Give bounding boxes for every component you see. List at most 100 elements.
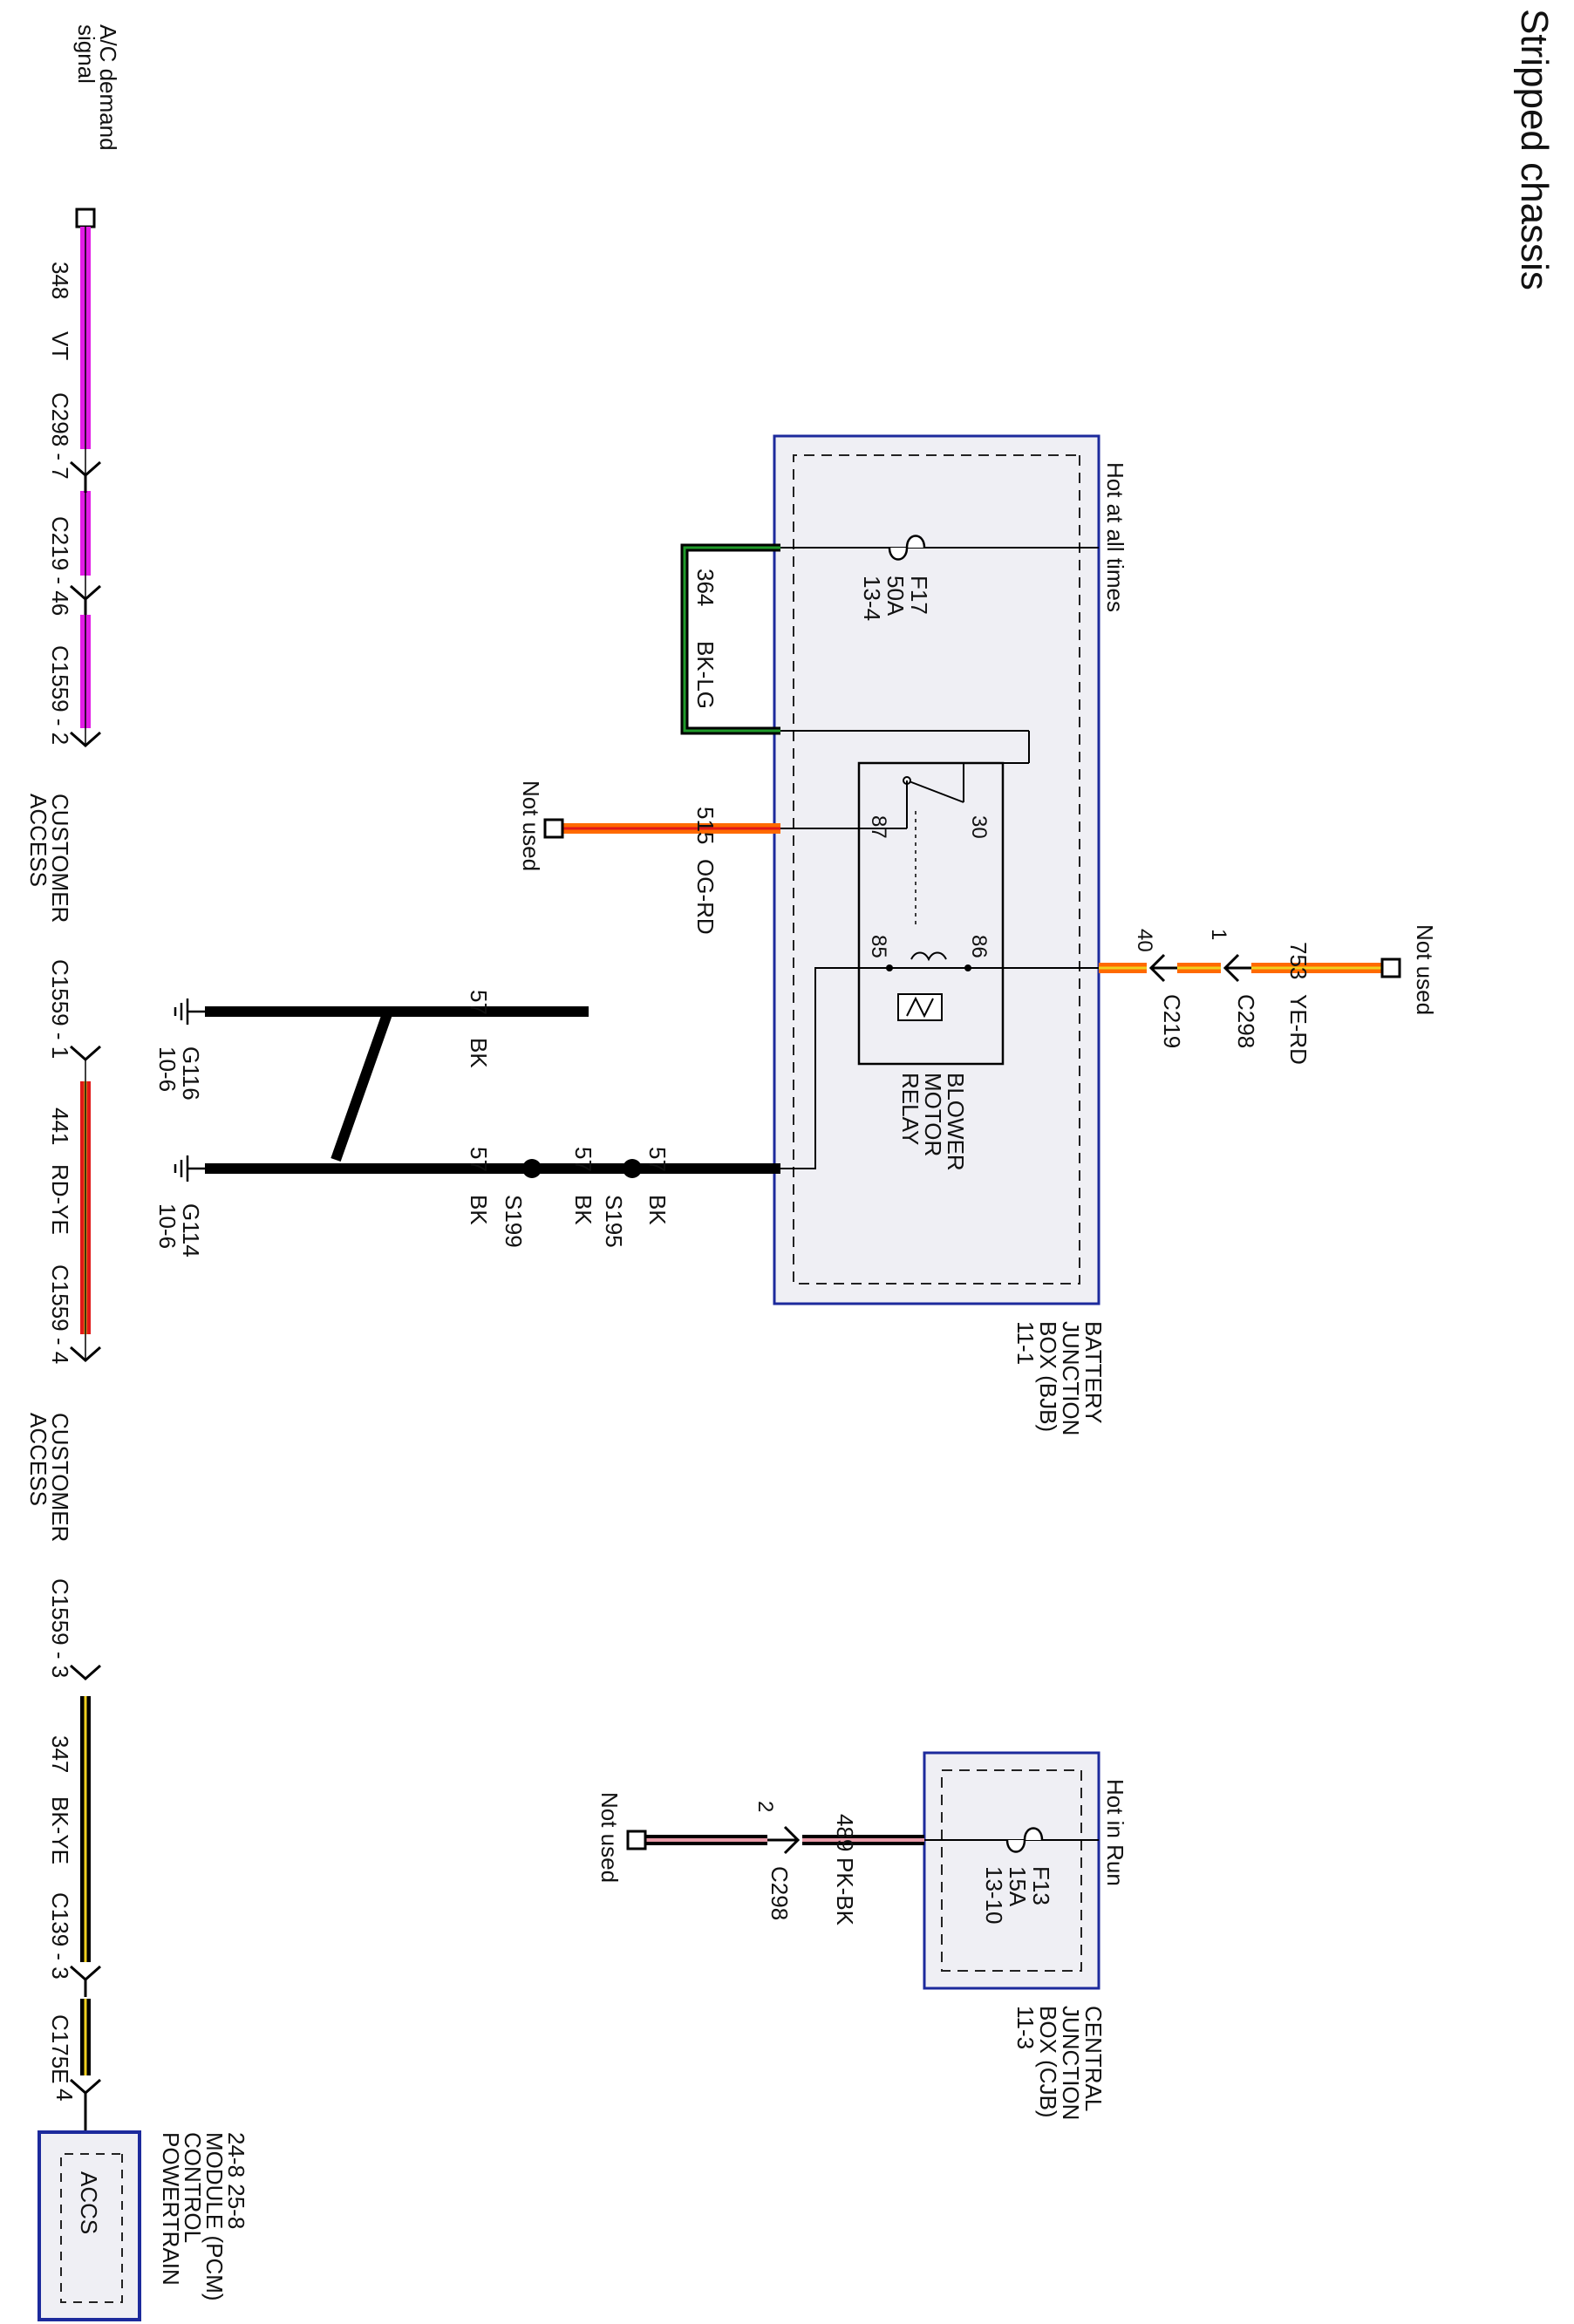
relay-switch-arm bbox=[906, 780, 964, 803]
relay-30-lead-b bbox=[963, 762, 1029, 802]
cjb-inner-dashed bbox=[941, 1769, 1082, 1972]
splice-s195-label: S195 bbox=[601, 1195, 627, 1248]
pcm-module-inner bbox=[60, 2153, 123, 2303]
wire-515-color: OG-RD bbox=[692, 859, 719, 935]
cjb-hot-label: Hot in Run bbox=[1102, 1779, 1128, 1886]
wire-57-c-number: 57 bbox=[644, 1147, 671, 1172]
c298-2-label: C298 bbox=[767, 1866, 793, 1920]
connector-icon-c298-7 bbox=[70, 460, 101, 493]
g116-id: G116 bbox=[178, 1046, 204, 1101]
terminal-515-not-used bbox=[543, 818, 564, 839]
connector-icon-c219 bbox=[1148, 953, 1177, 983]
customer-access-a-2: ACCESS bbox=[25, 794, 51, 887]
signal-label-2: signal bbox=[73, 24, 99, 84]
relay-name-1: BLOWER bbox=[943, 1073, 969, 1171]
ground-icon-g116 bbox=[174, 998, 205, 1025]
cjb-name-3: BOX (CJB) bbox=[1035, 2006, 1061, 2118]
wire-364-stripe bbox=[683, 546, 780, 733]
not-used-753: Not used bbox=[1412, 924, 1438, 1015]
customer-access-b-2: ACCESS bbox=[25, 1413, 51, 1506]
pin-2-label: 2 bbox=[753, 1801, 777, 1812]
pcm-name-line-3: MODULE (PCM) bbox=[201, 2132, 228, 2301]
pcm-name-line-2: CONTROL bbox=[180, 2132, 206, 2243]
connector-icon-c219-46 bbox=[70, 584, 101, 615]
wire-364-number: 364 bbox=[692, 569, 719, 606]
bjb-name-3: BOX (BJB) bbox=[1035, 1321, 1061, 1432]
wire-347-number: 347 bbox=[47, 1735, 73, 1773]
bjb-hot-label: Hot at all times bbox=[1102, 462, 1128, 612]
wire-57-b-color: BK bbox=[570, 1195, 596, 1225]
connector-terminal-348 bbox=[75, 208, 96, 228]
wire-753-color: YE-RD bbox=[1285, 994, 1312, 1065]
connector-icon-c298 bbox=[1223, 953, 1251, 983]
connector-c175e-label: C175E bbox=[47, 2014, 73, 2084]
c219-label: C219 bbox=[1159, 994, 1185, 1048]
wire-753-number: 753 bbox=[1285, 942, 1312, 979]
signal-label-1: A/C demand bbox=[95, 24, 121, 151]
wire-441-color: RD-YE bbox=[47, 1164, 73, 1235]
bjb-name-4: 11-1 bbox=[1012, 1321, 1039, 1365]
wire-515-number: 515 bbox=[692, 807, 719, 844]
wire-57-branch bbox=[330, 1006, 589, 1162]
pcm-pin-label: ACCS bbox=[76, 2171, 102, 2234]
bjb-name-1: BATTERY bbox=[1080, 1321, 1107, 1424]
f13-id: F13 bbox=[1028, 1866, 1054, 1905]
diagram-title: Stripped chassis bbox=[1513, 9, 1556, 290]
terminal-753-not-used bbox=[1380, 958, 1401, 978]
connector-icon-c139-3 bbox=[70, 1965, 101, 1997]
wire-57-a-color: BK bbox=[466, 1195, 492, 1225]
not-used-489: Not used bbox=[596, 1792, 623, 1883]
blower-motor-relay-box bbox=[857, 761, 1005, 1066]
pin-40-label: 40 bbox=[1133, 929, 1156, 952]
connector-c298-7-label: C298 - 7 bbox=[47, 392, 73, 480]
g114-id: G114 bbox=[178, 1203, 204, 1257]
ground-icon-g114 bbox=[174, 1155, 205, 1182]
connector-c1559-3-label: C1559 - 3 bbox=[47, 1578, 73, 1678]
wire-57-c-color: BK bbox=[644, 1195, 671, 1225]
f17-ref: 13-4 bbox=[859, 576, 885, 621]
customer-access-b-1: CUSTOMER bbox=[47, 1413, 73, 1542]
cjb-name-2: JUNCTION bbox=[1058, 2006, 1084, 2120]
wire-489-color: PK-BK bbox=[832, 1857, 858, 1926]
relay-pin-85: 85 bbox=[867, 935, 890, 958]
pcm-module-box bbox=[37, 2130, 141, 2321]
relay-85-ground-lead bbox=[780, 967, 889, 1169]
not-used-515: Not used bbox=[518, 780, 544, 871]
splice-s199 bbox=[522, 1159, 542, 1178]
connector-c1559-2-label: C1559 - 2 bbox=[47, 645, 73, 745]
connector-c219-46-label: C219 - 46 bbox=[47, 516, 73, 616]
g116-ref: 10-6 bbox=[154, 1046, 181, 1092]
connector-icon-c1559-4 bbox=[70, 1346, 101, 1363]
relay-pin-87: 87 bbox=[867, 815, 890, 839]
relay-resistor-zigzag bbox=[906, 996, 934, 1019]
connector-icon-c1559-2 bbox=[70, 731, 101, 748]
wire-57-a-number: 57 bbox=[466, 1147, 492, 1172]
relay-pin-86: 86 bbox=[967, 935, 991, 958]
connector-icon-c1559-1 bbox=[70, 1045, 101, 1062]
splice-s195 bbox=[623, 1159, 642, 1178]
terminal-489-not-used bbox=[626, 1830, 647, 1850]
splice-s199-label: S199 bbox=[501, 1195, 527, 1248]
connector-c139-3-label: C139 - 3 bbox=[47, 1892, 73, 1980]
connector-c1559-4-label: C1559 - 4 bbox=[47, 1264, 73, 1364]
pcm-name-line-1: POWERTRAIN bbox=[158, 2132, 184, 2286]
wire-347-color: BK-YE bbox=[47, 1796, 73, 1864]
customer-access-a-1: CUSTOMER bbox=[47, 794, 73, 923]
g114-ref: 10-6 bbox=[154, 1203, 181, 1249]
f17-id: F17 bbox=[906, 576, 932, 615]
pcm-pin-number: 4 bbox=[51, 2089, 78, 2101]
connector-c1559-1-label: C1559 - 1 bbox=[47, 959, 73, 1059]
bjb-inner-dashed bbox=[793, 454, 1080, 1285]
c298-label: C298 bbox=[1233, 994, 1259, 1048]
f17-rating: 50A bbox=[882, 576, 909, 617]
cjb-name-4: 11-3 bbox=[1012, 2006, 1039, 2049]
wire-489-number: 489 bbox=[832, 1814, 858, 1851]
wire-57-b-number: 57 bbox=[570, 1147, 596, 1172]
pcm-name-line-4: 24-8 25-8 bbox=[223, 2132, 249, 2229]
f13-ref: 13-10 bbox=[981, 1866, 1007, 1925]
wire-441-number: 441 bbox=[47, 1107, 73, 1145]
wire-364-color: BK-LG bbox=[692, 641, 719, 709]
wire-57-top-number: 57 bbox=[466, 990, 492, 1015]
